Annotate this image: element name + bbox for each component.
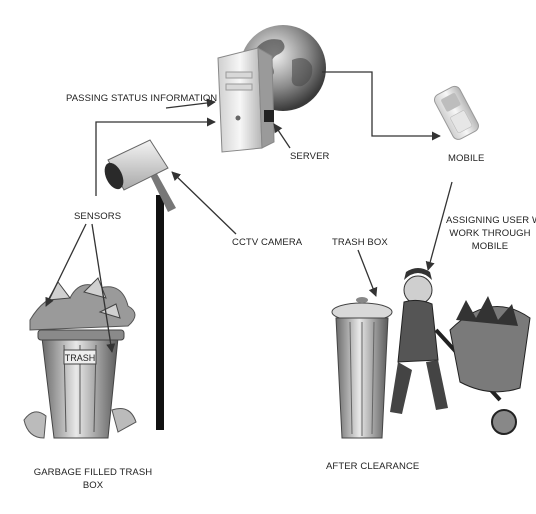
label-garbage-line-2: BOX — [82, 480, 104, 491]
svg-text:TRASH: TRASH — [65, 353, 96, 363]
worker-with-wheelbarrow-icon — [390, 268, 531, 435]
arrow-sensors-to-bin-left — [45, 223, 87, 307]
arrow-sensors-to-server — [95, 117, 216, 196]
arrow-label-to-trashbox — [357, 249, 378, 297]
label-passing-status: PASSING STATUS INFORMATION — [66, 93, 218, 104]
cctv-camera-icon — [104, 139, 176, 430]
arrow-status-to-server — [165, 98, 216, 109]
label-garbage-line-1: GARBAGE FILLED TRASH — [33, 467, 153, 478]
arrow-server-to-mobile — [322, 71, 441, 141]
label-assigning-line-2: WORK THROUGH — [449, 228, 531, 239]
arrow-mobile-to-worker — [425, 181, 453, 271]
arrow-label-to-server — [273, 123, 291, 149]
label-assigning-line-3: MOBILE — [471, 241, 509, 252]
label-after-clearance: AFTER CLEARANCE — [326, 461, 420, 472]
label-cctv-camera: CCTV CAMERA — [232, 237, 303, 248]
label-mobile: MOBILE — [448, 153, 485, 164]
label-assigning-user: ASSIGNING USER WIT WORK THROUGH MOBILE — [446, 214, 536, 253]
label-garbage-filled: GARBAGE FILLED TRASH BOX — [28, 466, 158, 492]
label-sensors: SENSORS — [74, 211, 122, 222]
connectors — [45, 71, 453, 353]
label-server: SERVER — [290, 151, 330, 162]
arrow-cctv-label-to-camera — [171, 171, 237, 235]
overflowing-trash-can-icon: TRASH — [23, 277, 137, 439]
flip-phone-icon — [433, 85, 479, 140]
empty-trash-can-icon — [331, 297, 393, 439]
label-trash-box: TRASH BOX — [332, 237, 388, 248]
server-globe-icon — [217, 25, 326, 153]
arrow-sensors-to-bin-right — [91, 223, 116, 353]
label-assigning-line-1: ASSIGNING USER WIT — [446, 215, 536, 226]
